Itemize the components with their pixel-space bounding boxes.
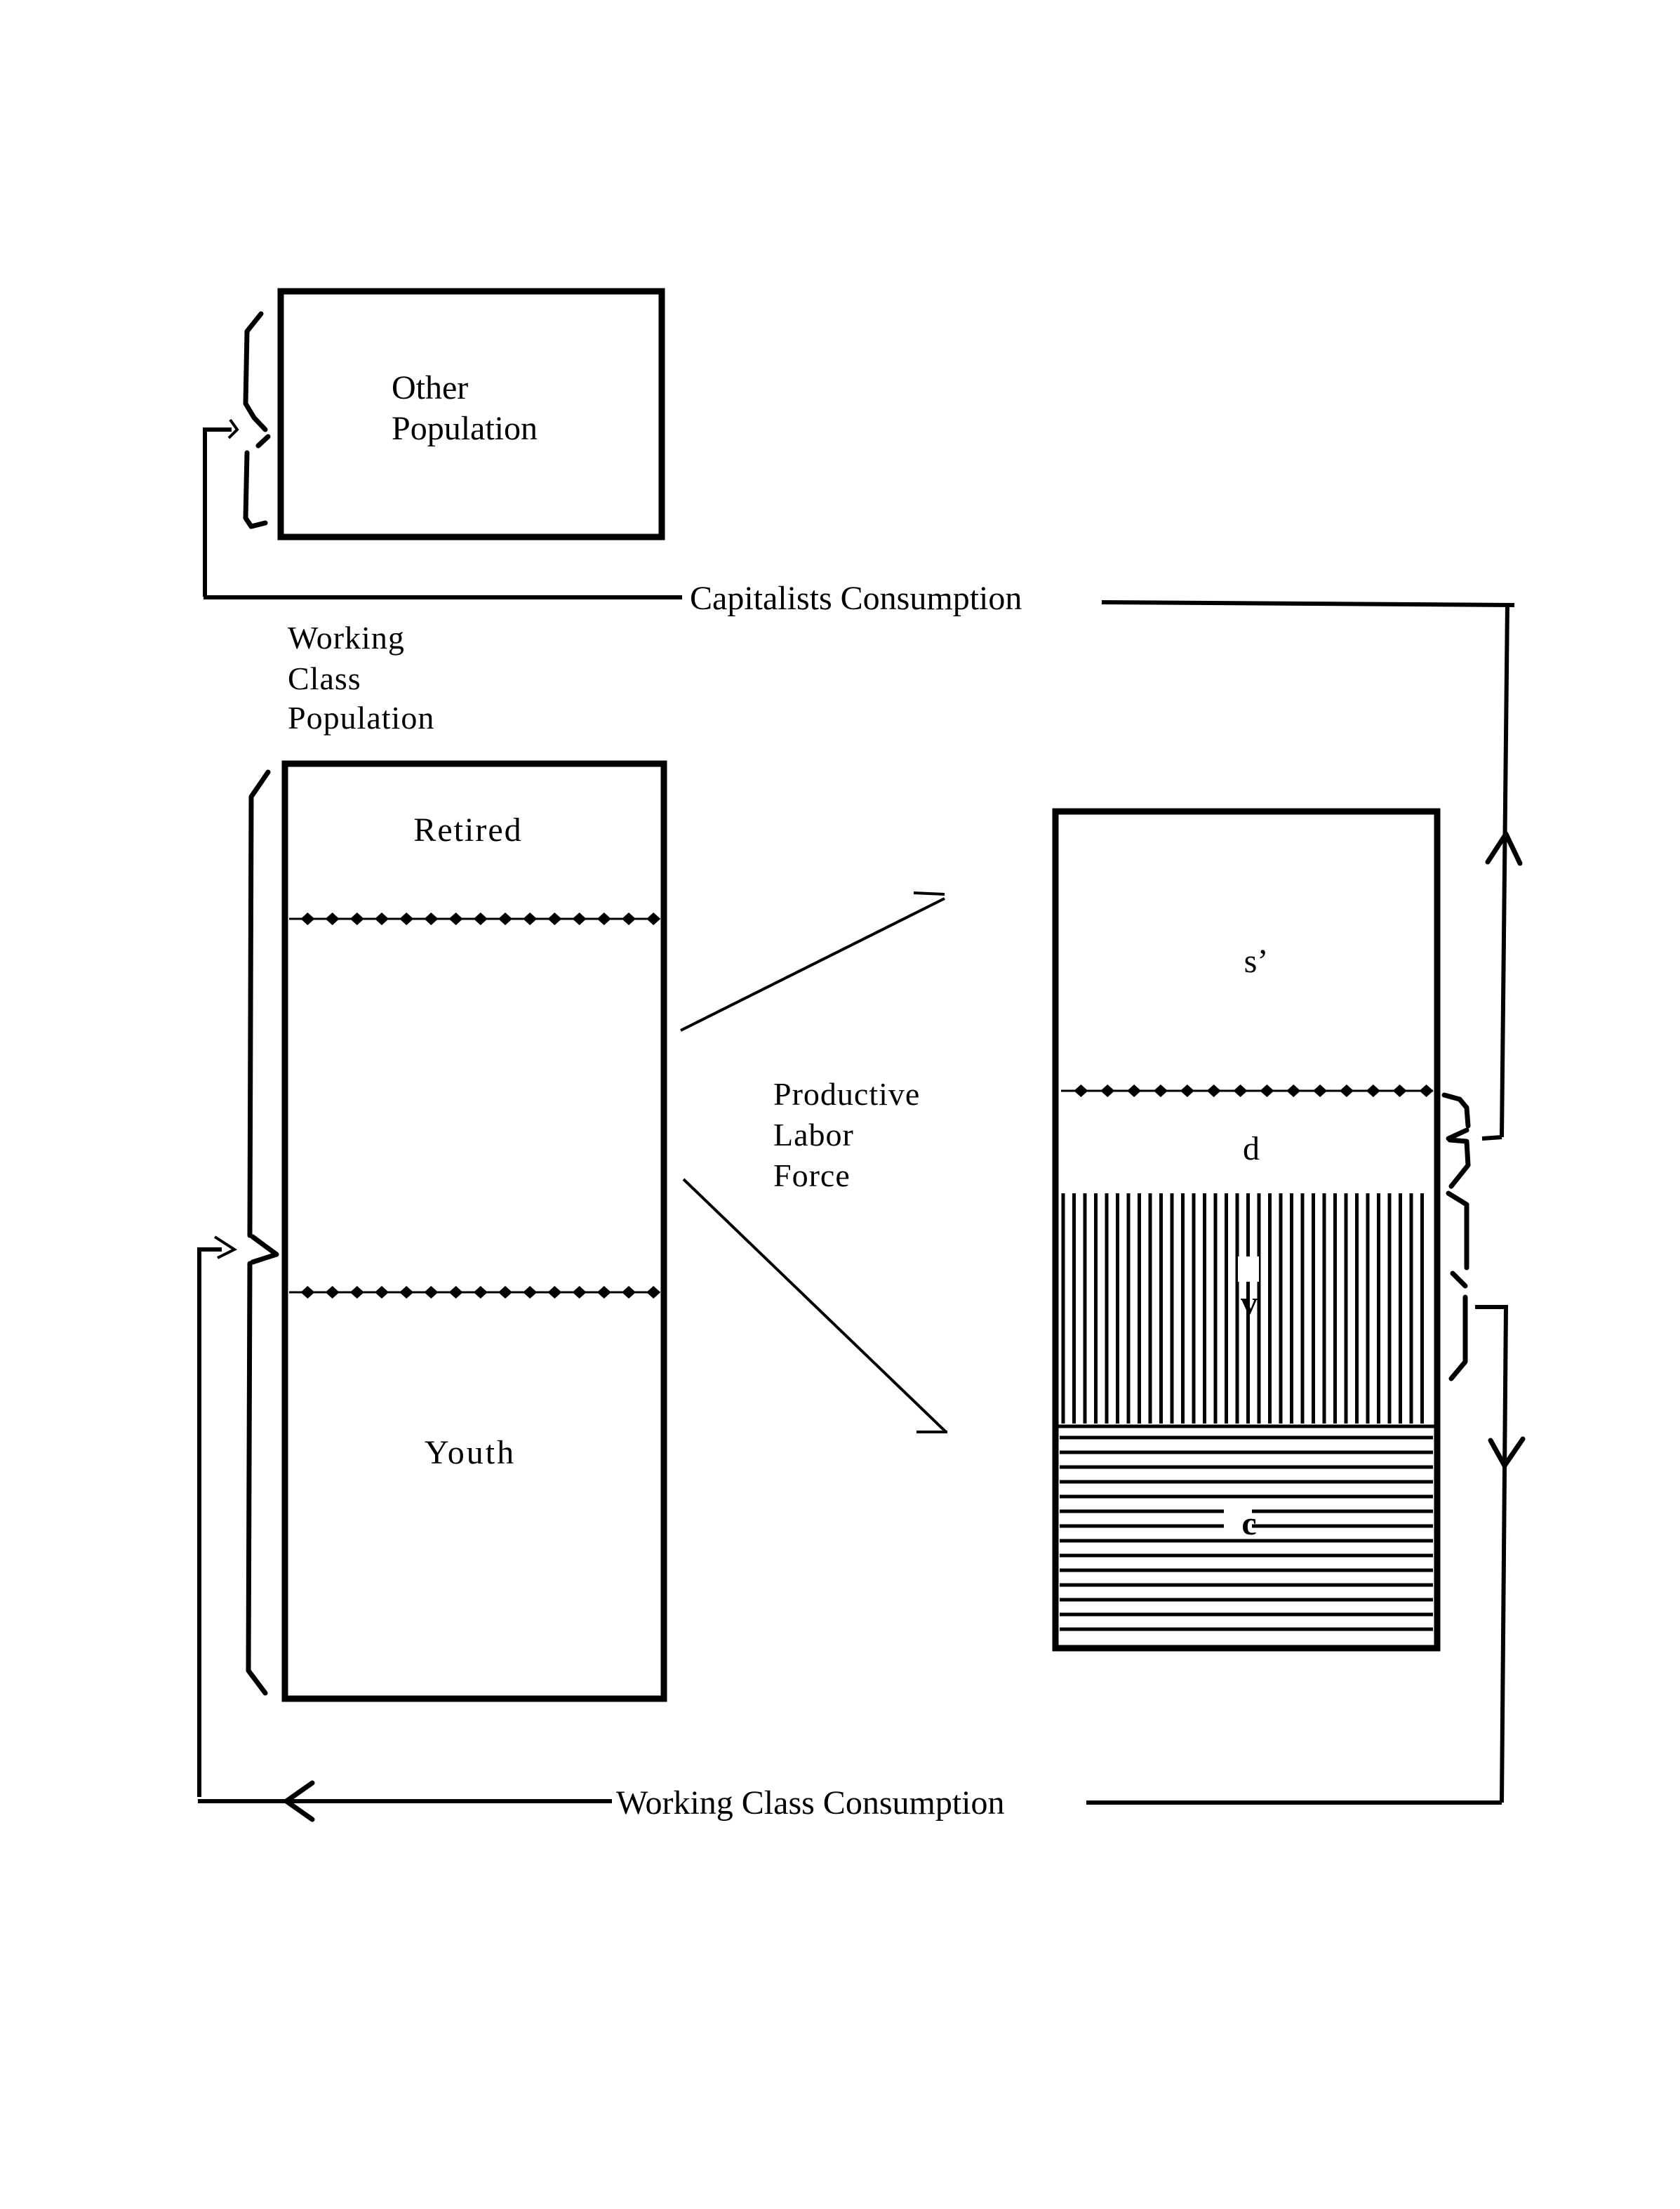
up-arrowhead-icon	[1485, 831, 1523, 866]
bead-marker	[523, 1286, 538, 1299]
working-class-brace-point	[250, 1234, 279, 1265]
bead-marker	[1233, 1084, 1248, 1097]
other-population-label-line1: Other	[392, 369, 468, 406]
other-population-label-line2: Population	[392, 410, 538, 447]
v-label-mask	[1238, 1256, 1259, 1282]
bead-marker	[1419, 1084, 1434, 1097]
bead-marker	[498, 913, 512, 925]
bead-marker	[1392, 1084, 1407, 1097]
bead-marker	[572, 913, 587, 925]
v-lower-brace	[1448, 1271, 1468, 1381]
bead-marker	[523, 913, 538, 925]
bead-marker	[1127, 1084, 1142, 1097]
productive-labor-line2: Labor	[773, 1117, 854, 1153]
bead-marker	[622, 913, 636, 925]
bead-marker	[375, 1286, 389, 1299]
expansion-line-top	[680, 897, 945, 1032]
bead-marker	[399, 1286, 414, 1299]
bead-marker	[473, 1286, 488, 1299]
bead-marker	[325, 913, 340, 925]
bead-marker	[325, 1286, 340, 1299]
bead-marker	[300, 913, 315, 925]
bead-marker	[572, 1286, 587, 1299]
working-class-consumption-flow: Working Class Consumption	[197, 1235, 1526, 1822]
variable-capital-label: v	[1241, 1285, 1258, 1322]
variable-capital-hatch	[1061, 1193, 1424, 1424]
working-class-brace	[246, 769, 271, 1696]
value-column-group: s’ d v c	[1052, 808, 1471, 1652]
bead-marker	[399, 913, 414, 925]
bead-marker	[498, 1286, 512, 1299]
capitalists-consumption-label: Capitalists Consumption	[690, 580, 1022, 617]
d-label: d	[1243, 1130, 1260, 1167]
working-class-title-line2: Class	[288, 661, 361, 696]
capitalists-consumption-flow: Capitalists Consumption	[203, 418, 1523, 1141]
value-column-box	[1052, 808, 1441, 1652]
s-d-brace	[1441, 1092, 1471, 1141]
working-class-population-group: Working Class Population Retired Youth	[246, 620, 667, 1702]
bead-marker	[1366, 1084, 1380, 1097]
productive-labor-line3: Force	[773, 1157, 851, 1193]
surplus-divider	[1061, 1084, 1434, 1097]
working-class-flow-right-vertical	[1475, 1305, 1509, 1803]
productive-labor-line1: Productive	[773, 1076, 920, 1112]
capitalists-flow-left-path	[203, 427, 232, 597]
constant-capital-label: c	[1241, 1505, 1256, 1542]
bead-marker	[1260, 1084, 1274, 1097]
bead-marker	[547, 913, 562, 925]
bead-marker	[646, 913, 661, 925]
c-label-mask	[1224, 1509, 1252, 1537]
bead-marker	[349, 913, 364, 925]
surplus-value-label: s’	[1244, 943, 1269, 980]
bead-marker	[448, 913, 463, 925]
bead-marker	[1286, 1084, 1301, 1097]
bead-marker	[1100, 1084, 1115, 1097]
working-class-population-box	[281, 760, 667, 1702]
working-class-title-line1: Working	[288, 620, 405, 656]
bead-marker	[300, 1286, 315, 1299]
constant-capital-hatch	[1060, 1435, 1433, 1631]
bead-marker	[375, 913, 389, 925]
youth-divider	[289, 1286, 661, 1299]
expansion-line-top-tick	[913, 891, 945, 896]
capitalists-flow-brace-connector	[1481, 1135, 1502, 1141]
retired-divider	[289, 913, 661, 925]
working-class-flow-in-arrowhead	[213, 1235, 238, 1259]
capitalists-flow-arrowhead	[227, 418, 239, 439]
bead-marker	[1313, 1084, 1328, 1097]
left-arrowhead-icon	[284, 1780, 315, 1822]
bead-marker	[646, 1286, 661, 1299]
bead-marker	[622, 1286, 636, 1299]
bead-marker	[1339, 1084, 1354, 1097]
bead-marker	[349, 1286, 364, 1299]
bead-marker	[1153, 1084, 1168, 1097]
bead-marker	[1074, 1084, 1088, 1097]
bead-marker	[424, 1286, 439, 1299]
capitalists-flow-right-vertical	[1500, 603, 1509, 1138]
down-arrowhead-icon	[1488, 1436, 1526, 1468]
bead-marker	[547, 1286, 562, 1299]
productive-labor-force-group: Productive Labor Force	[680, 891, 947, 1433]
working-class-consumption-label: Working Class Consumption	[616, 1784, 1005, 1822]
other-population-box	[277, 288, 665, 540]
other-population-group: Other Population	[243, 288, 665, 540]
other-population-brace	[243, 311, 271, 529]
bead-marker	[596, 913, 611, 925]
bead-marker	[596, 1286, 611, 1299]
working-class-flow-left-path	[197, 1247, 222, 1797]
bead-marker	[473, 913, 488, 925]
retired-segment-label: Retired	[413, 811, 522, 849]
bead-marker	[424, 913, 439, 925]
youth-segment-label: Youth	[425, 1434, 516, 1471]
bead-marker	[1206, 1084, 1221, 1097]
bead-marker	[448, 1286, 463, 1299]
d-v-brace	[1446, 1137, 1471, 1271]
capitalists-flow-line-right	[1101, 600, 1515, 607]
bead-marker	[1180, 1084, 1194, 1097]
expansion-line-bottom	[682, 1178, 947, 1433]
working-class-title-line3: Population	[288, 700, 434, 736]
